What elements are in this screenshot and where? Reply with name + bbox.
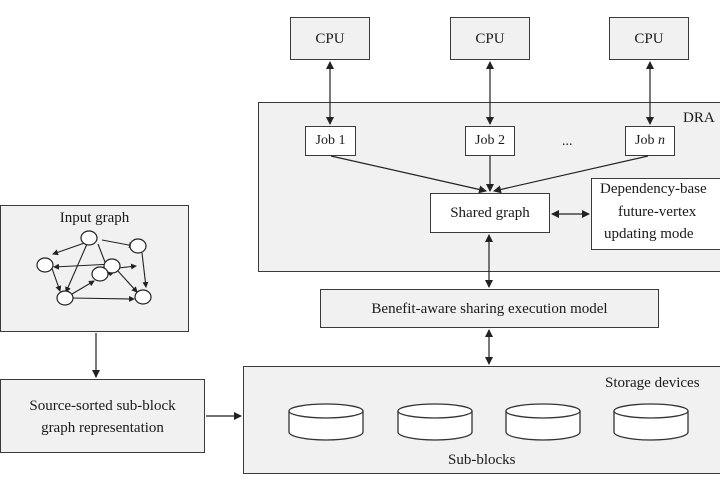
- job-number-n: n: [657, 132, 665, 148]
- disk-icon: [397, 403, 473, 441]
- job-prefix-1: Job: [315, 132, 335, 148]
- cpu-label-2: CPU: [475, 30, 505, 47]
- dependency-model-line-2: future-vertex: [618, 204, 697, 220]
- job-number-1: 1: [338, 132, 346, 148]
- cpu-label-1: CPU: [315, 30, 345, 47]
- shared-graph-label: Shared graph: [450, 205, 530, 221]
- storage-devices-label: Storage devices: [605, 375, 700, 391]
- benefit-model-label: Benefit-aware sharing execution model: [371, 300, 608, 317]
- job-box-n: Job n: [625, 126, 675, 156]
- input-graph-title: Input graph: [59, 210, 130, 226]
- disk-icon: [613, 403, 689, 441]
- cpu-box-2: CPU: [450, 17, 530, 60]
- input-graph-nodes: [36, 230, 152, 306]
- disk-icon: [505, 403, 581, 441]
- job-box-1: Job 1: [305, 126, 356, 156]
- source-sorted-line-2: graph representation: [41, 420, 164, 436]
- cpu-label-3: CPU: [634, 30, 664, 47]
- dependency-model-line-3: updating mode: [604, 226, 694, 242]
- disk-icon: [288, 403, 364, 441]
- jobs-ellipsis: ...: [562, 134, 573, 149]
- dependency-model-line-1: Dependency-base: [600, 181, 707, 197]
- cpu-box-3: CPU: [609, 17, 689, 60]
- shared-graph-box: Shared graph: [430, 193, 550, 233]
- job-number-2: 2: [497, 132, 505, 148]
- source-sorted-line-1: Source-sorted sub-block: [29, 398, 176, 414]
- dram-label: DRA: [683, 110, 715, 126]
- arrow-job1-shared: [330, 155, 487, 194]
- dependency-model-box: [591, 178, 720, 250]
- sub-blocks-label: Sub-blocks: [448, 452, 516, 468]
- job-box-2: Job 2: [465, 126, 515, 156]
- source-sorted-box: [0, 379, 205, 453]
- arrow-jobn-shared: [493, 155, 649, 194]
- job-prefix-n: Job: [635, 132, 655, 148]
- benefit-model-box: Benefit-aware sharing execution model: [320, 289, 659, 328]
- job-prefix-2: Job: [475, 132, 495, 148]
- cpu-box-1: CPU: [290, 17, 370, 60]
